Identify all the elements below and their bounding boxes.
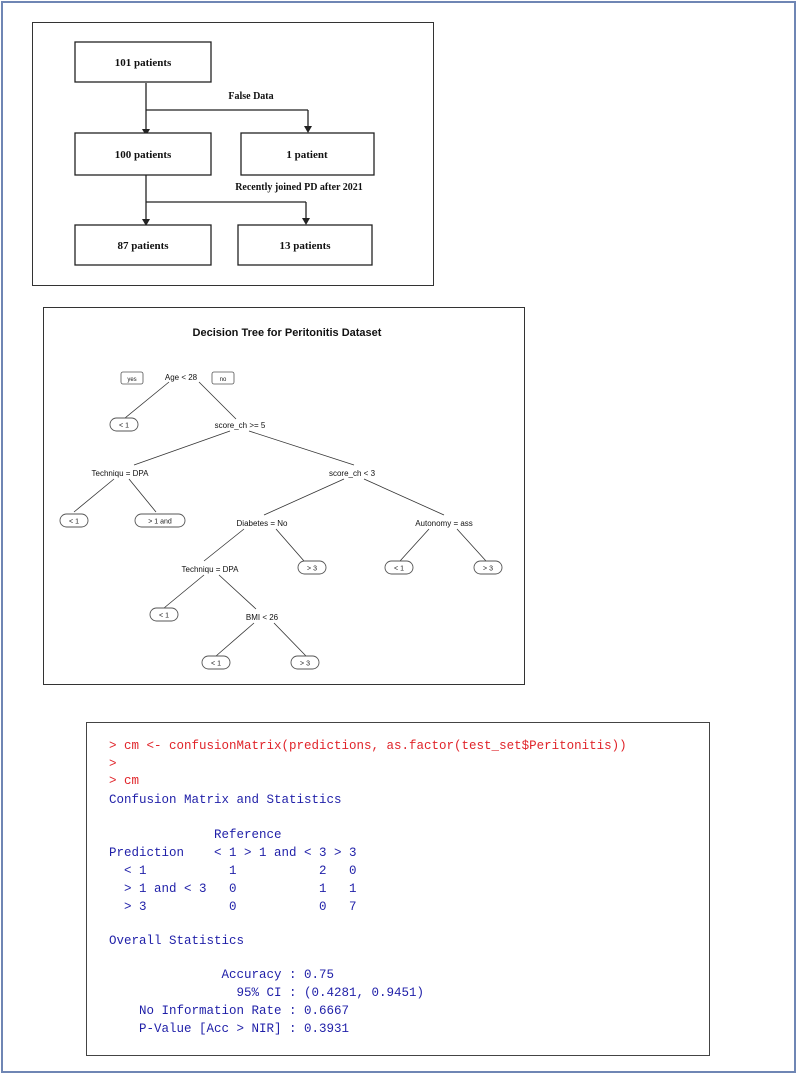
tree-title: Decision Tree for Peritonitis Dataset [193, 327, 382, 339]
node-autonomy: Autonomy = ass [415, 519, 473, 528]
leaf [384, 560, 414, 575]
yes-tag [120, 371, 144, 385]
leaf-label: < 1 [69, 519, 79, 526]
decision-tree-panel: Decision Tree for Peritonitis Dataset ye… [43, 307, 525, 685]
tree-edge [124, 381, 170, 419]
node-technique-2: Techniqu = DPA [182, 565, 240, 574]
confidence-interval-line: 95% CI : (0.4281, 0.9451) [109, 986, 425, 1000]
p-value-line: P-Value [Acc > NIR] : 0.3931 [109, 1022, 350, 1036]
tree-edge [399, 528, 430, 562]
node-diabetes: Diabetes = No [237, 519, 288, 528]
leaf [201, 655, 231, 670]
accuracy-line: Accuracy : 0.75 [109, 968, 335, 982]
box-101-label: 101 patients [115, 57, 172, 69]
leaf [134, 513, 186, 528]
tree-edge [275, 528, 305, 562]
leaf [59, 513, 89, 528]
recently-joined-label: Recently joined PD after 2021 [235, 182, 363, 193]
box-101-patients [74, 41, 212, 83]
flowchart-svg: 101 patients False Data 100 patients 1 p… [74, 41, 375, 266]
node-score-ch-3: score_ch < 3 [329, 469, 376, 478]
arrowhead [142, 219, 150, 226]
arrowhead [302, 218, 310, 225]
leaf [149, 607, 179, 622]
tree-edge [128, 478, 157, 513]
leaf-label: > 3 [300, 661, 310, 668]
leaf [473, 560, 503, 575]
node-technique-1: Techniqu = DPA [92, 469, 150, 478]
node-score-ch-5: score_ch >= 5 [215, 421, 266, 430]
matrix-prediction-header: Prediction < 1 > 1 and < 3 > 3 [109, 846, 357, 860]
leaf-label: < 1 [159, 613, 169, 620]
node-bmi: BMI < 26 [246, 613, 279, 622]
leaf-label: > 3 [307, 566, 317, 573]
decision-tree-svg: Decision Tree for Peritonitis Dataset ye… [59, 327, 503, 670]
r-console-panel: > cm <- confusionMatrix(predictions, as.… [86, 722, 710, 1056]
false-data-label: False Data [228, 91, 273, 102]
console-command: > cm [109, 774, 140, 788]
box-1-label: 1 patient [286, 149, 328, 161]
arrowhead [304, 126, 312, 133]
matrix-reference-header: Reference [109, 828, 282, 842]
leaf-label: > 3 [483, 566, 493, 573]
console-output-title: Confusion Matrix and Statistics [109, 793, 342, 807]
tree-edge [273, 622, 307, 657]
box-87-patients [74, 224, 212, 266]
leaf [109, 417, 139, 432]
leaf [297, 560, 327, 575]
yes-tag-label: yes [127, 377, 136, 383]
tree-edge [263, 478, 345, 516]
tree-edge [203, 528, 245, 562]
tree-edge [198, 381, 237, 420]
box-100-patients [74, 132, 212, 176]
leaf-label: < 1 [394, 566, 404, 573]
matrix-row: > 3 0 0 7 [109, 900, 357, 914]
leaf-label: < 1 [119, 423, 129, 430]
no-tag [211, 371, 235, 385]
tree-edge [248, 430, 355, 466]
matrix-row: > 1 and < 3 0 1 1 [109, 882, 357, 896]
tree-edge [218, 574, 257, 610]
tree-edge [73, 478, 115, 513]
tree-edge [163, 574, 205, 609]
box-13-label: 13 patients [279, 240, 331, 252]
tree-edge [456, 528, 487, 562]
no-tag-label: no [220, 377, 227, 383]
box-1-patient [240, 132, 375, 176]
console-prompt: > [109, 757, 117, 771]
leaf [290, 655, 320, 670]
leaf-label: > 1 and [148, 519, 172, 526]
no-information-rate-line: No Information Rate : 0.6667 [109, 1004, 350, 1018]
box-87-label: 87 patients [117, 240, 169, 252]
node-age: Age < 28 [165, 373, 198, 382]
matrix-row: < 1 1 2 0 [109, 864, 357, 878]
console-command: > cm <- confusionMatrix(predictions, as.… [109, 739, 627, 753]
box-100-label: 100 patients [115, 149, 172, 161]
overall-statistics-heading: Overall Statistics [109, 934, 245, 948]
tree-edge [133, 430, 231, 466]
tree-edge [363, 478, 445, 516]
tree-edge [215, 622, 255, 657]
patient-flowchart-panel: 101 patients False Data 100 patients 1 p… [32, 22, 434, 286]
leaf-label: < 1 [211, 661, 221, 668]
box-13-patients [237, 224, 373, 266]
